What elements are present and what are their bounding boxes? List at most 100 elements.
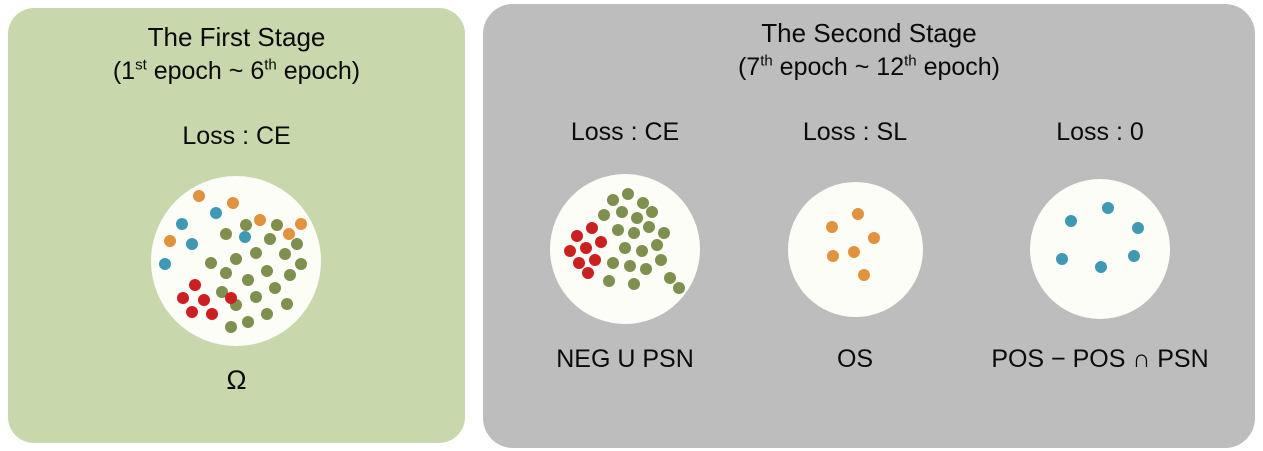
olive-dot	[224, 321, 237, 334]
olive-dot	[602, 274, 615, 287]
red-dot	[571, 229, 583, 242]
orange-dot	[847, 245, 860, 258]
blue-dot	[175, 217, 188, 230]
olive-dot	[240, 219, 253, 232]
olive-dot	[219, 227, 232, 240]
olive-dot	[635, 244, 648, 257]
second-stage-panel: The Second Stage (7th epoch ~ 12th epoch…	[483, 4, 1255, 448]
olive-dot	[637, 196, 649, 209]
epoch-ordinal: th	[264, 56, 277, 74]
olive-dot	[241, 316, 254, 329]
pos-circle-wrap	[1030, 161, 1170, 337]
olive-dot	[646, 205, 658, 218]
olive-dot	[281, 297, 293, 310]
olive-dot	[284, 268, 297, 281]
olive-dot	[250, 290, 263, 303]
orange-dot	[253, 214, 266, 227]
red-dot	[580, 241, 592, 254]
olive-dot	[270, 219, 283, 232]
orange-dot	[858, 268, 871, 281]
olive-dot	[250, 246, 263, 259]
first-stage-title: The First Stage (1st epoch ~ 6th epoch)	[8, 20, 465, 88]
blue-dot	[209, 207, 222, 220]
olive-dot	[260, 307, 273, 320]
red-dot	[197, 294, 210, 307]
olive-dot	[631, 211, 643, 224]
second-stage-title-text: The Second Stage	[761, 18, 977, 48]
os-set-label: OS	[836, 345, 874, 373]
pos-loss-label: Loss : 0	[1056, 118, 1144, 146]
red-dot	[185, 306, 198, 318]
red-dot	[581, 267, 594, 279]
red-dot	[563, 244, 576, 257]
neg-psn-loss-label: Loss : CE	[570, 118, 680, 146]
olive-dot	[291, 238, 304, 250]
olive-dot	[598, 208, 610, 221]
olive-dot	[611, 223, 624, 236]
first-stage-title-text: The First Stage	[147, 22, 326, 52]
red-dot	[586, 222, 598, 234]
olive-dot	[279, 248, 292, 261]
second-stage-title: The Second Stage (7th epoch ~ 12th epoch…	[483, 16, 1255, 84]
olive-dot	[607, 256, 619, 269]
orange-dot	[192, 190, 205, 203]
olive-dot	[616, 205, 628, 218]
olive-dot	[622, 187, 634, 200]
pos-set-label: POS − POS ∩ PSN	[991, 345, 1209, 373]
first-stage-panel: The First Stage (1st epoch ~ 6th epoch) …	[8, 8, 465, 443]
omega-set-label: Ω	[226, 365, 247, 395]
orange-dot	[867, 232, 880, 245]
omega-sample-circle	[151, 176, 321, 346]
red-dot	[224, 292, 237, 305]
blue-dot	[158, 258, 171, 271]
os-loss-label: Loss : SL	[802, 118, 908, 146]
olive-dot	[628, 226, 640, 239]
epoch-range-text: epoch ~ 12	[772, 53, 905, 81]
blue-dot	[1056, 252, 1069, 265]
red-dot	[595, 235, 607, 248]
olive-dot	[219, 266, 232, 279]
blue-dot	[1127, 250, 1140, 262]
blue-dot	[1102, 202, 1115, 215]
orange-dot	[851, 207, 864, 220]
orange-dot	[163, 234, 176, 247]
red-dot	[177, 292, 190, 305]
olive-dot	[623, 259, 636, 272]
blue-dot	[1095, 261, 1108, 274]
blue-dot	[238, 231, 251, 244]
epoch-ordinal: st	[135, 56, 147, 74]
neg-psn-column: Loss : CE NEG U PSN	[503, 118, 747, 374]
os-circle-wrap	[787, 161, 923, 337]
olive-dot	[640, 262, 652, 275]
epoch-range-text: epoch)	[916, 53, 1001, 81]
olive-dot	[673, 282, 685, 294]
epoch-ordinal: th	[760, 52, 773, 70]
red-dot	[572, 256, 585, 269]
olive-dot	[619, 241, 631, 254]
orange-dot	[826, 221, 839, 234]
neg-psn-set-label: NEG U PSN	[556, 345, 694, 373]
orange-dot	[294, 217, 307, 230]
orange-dot	[226, 197, 239, 210]
red-dot	[206, 307, 219, 320]
epoch-range-text: epoch ~ 6	[146, 57, 265, 85]
pos-sample-circle	[1030, 179, 1170, 319]
orange-dot	[827, 249, 840, 262]
blue-dot	[185, 238, 198, 250]
olive-dot	[643, 220, 655, 233]
olive-dot	[628, 277, 640, 290]
epoch-range-text: (1	[112, 57, 136, 85]
epoch-range-text: (7	[737, 53, 761, 81]
second-stage-epoch-range: (7th epoch ~ 12th epoch)	[483, 50, 1255, 84]
olive-dot	[241, 273, 254, 286]
olive-dot	[650, 238, 663, 251]
red-dot	[189, 278, 202, 291]
olive-dot	[269, 282, 282, 295]
epoch-range-text: epoch)	[276, 57, 361, 85]
olive-dot	[664, 271, 676, 284]
blue-dot	[1131, 222, 1144, 234]
orange-dot	[282, 227, 295, 240]
olive-dot	[260, 265, 273, 278]
olive-dot	[264, 232, 276, 245]
